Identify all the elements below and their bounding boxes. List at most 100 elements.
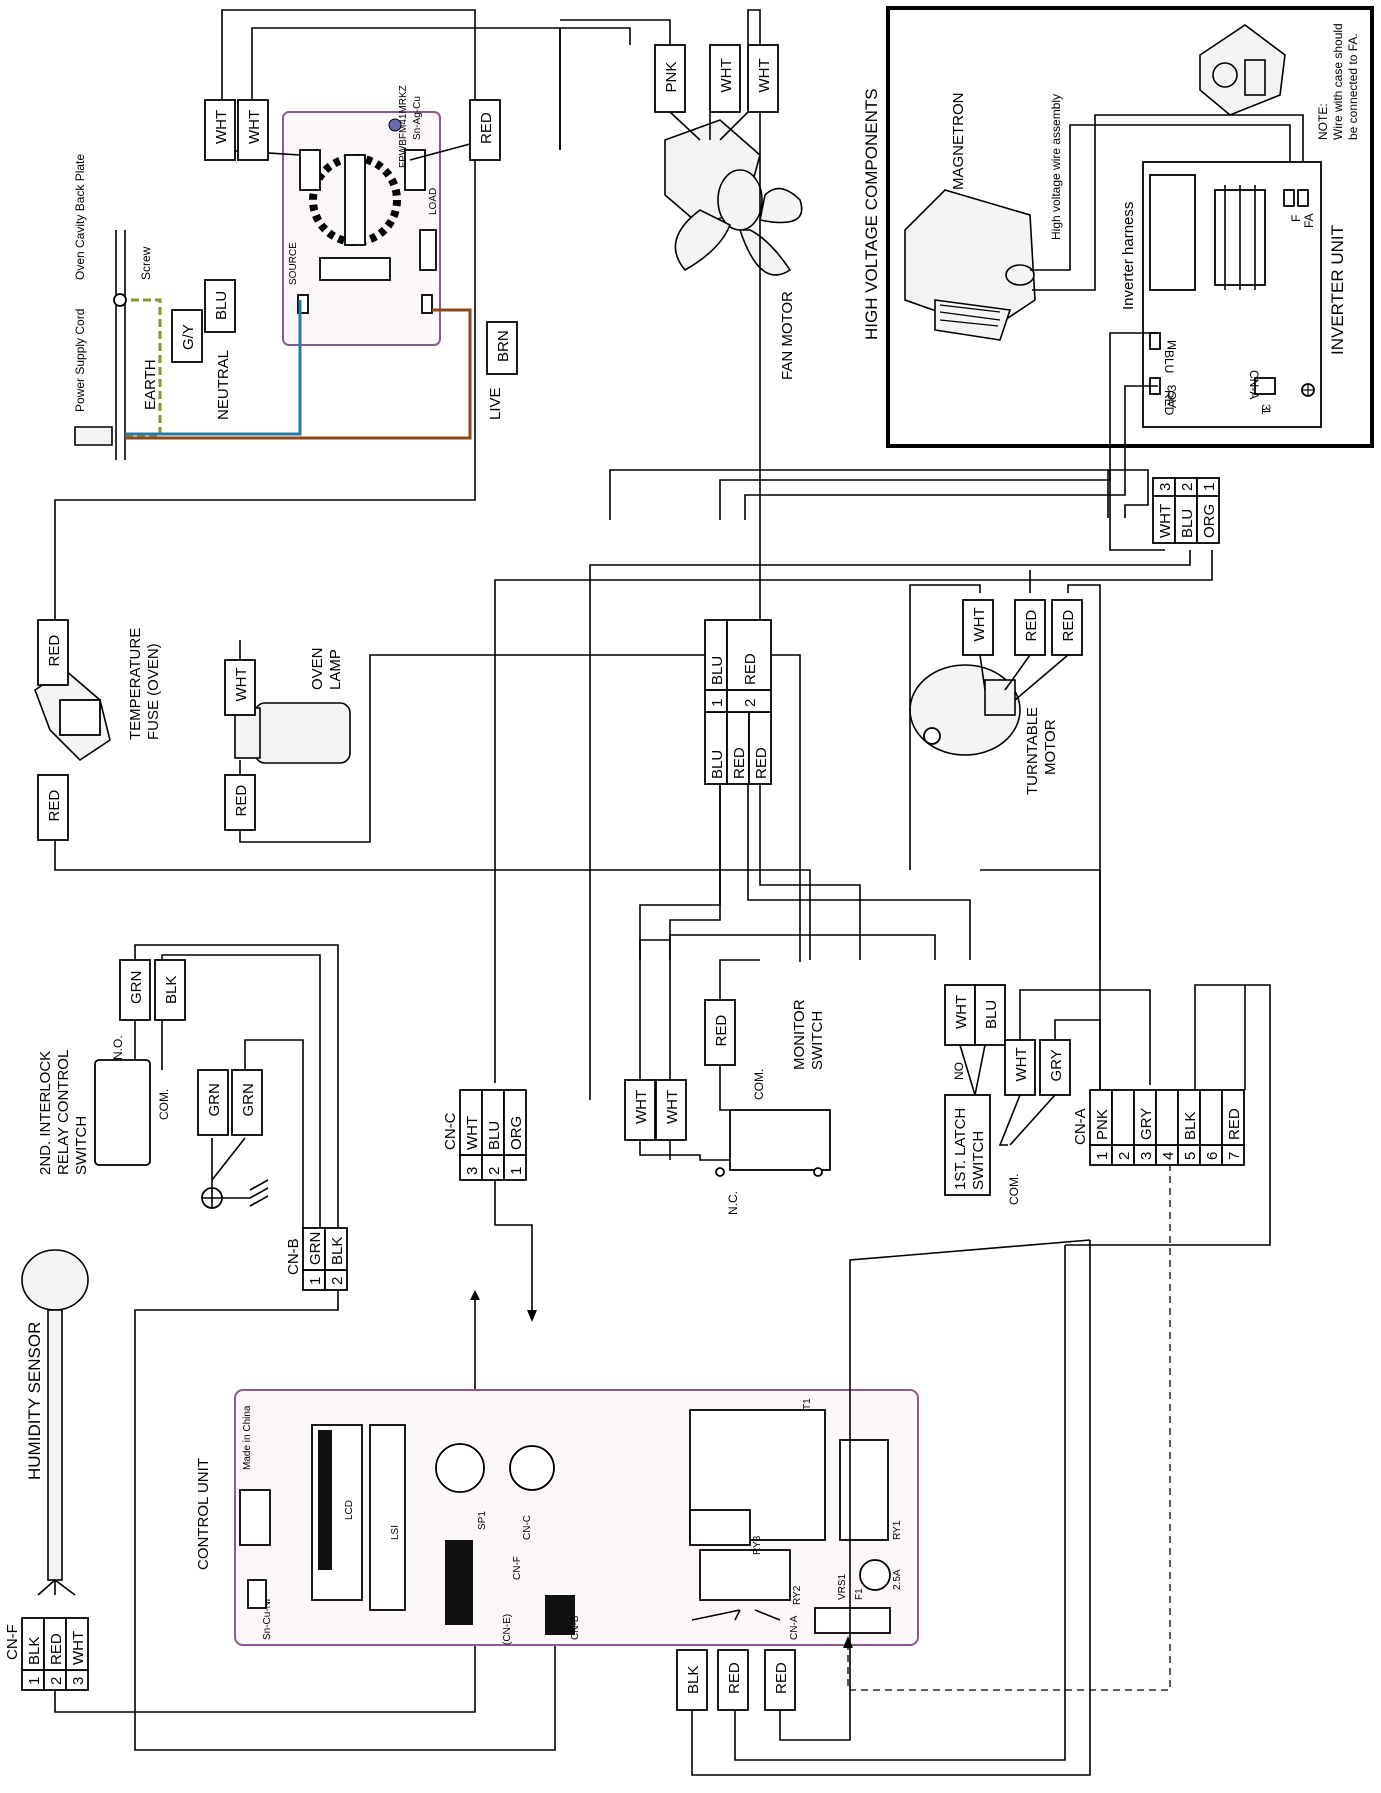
interlock-label-1: 2ND. INTERLOCK: [37, 1051, 54, 1175]
inverter-transformer: [1214, 185, 1266, 290]
fuse-label: F1: [854, 1588, 865, 1600]
latch-label-1: 1ST. LATCH: [952, 1108, 969, 1190]
terminal-blu: BLU: [1162, 350, 1176, 373]
pin-color: ORG: [508, 1116, 525, 1150]
turntable-label-1: TURNTABLE: [1024, 707, 1041, 795]
connector-name: CN-B: [285, 1238, 302, 1275]
magnetron: [904, 189, 1036, 341]
inverter-cn-a: CN-A: [1247, 370, 1261, 399]
wire-tag-wht-latch: WHT: [944, 984, 976, 1046]
pin-color: GRY: [1138, 1108, 1155, 1140]
wire-tag-grn-g1: GRN: [197, 1069, 229, 1136]
wire-tag-red-tt1: RED: [1014, 599, 1046, 656]
wire-tag-text: WHT: [246, 110, 263, 144]
latch-com-label: COM.: [1007, 1174, 1021, 1205]
wire-tag-gy: G/Y: [171, 309, 203, 363]
wire-tag-text: PNK: [663, 62, 680, 93]
second-interlock-switch: [94, 1059, 151, 1166]
filter-coil: [309, 154, 401, 246]
inverter-harness-label: Inverter harness: [1120, 202, 1137, 310]
lcd-label: LCD: [344, 1500, 355, 1520]
wire-tag-text: GRN: [240, 1083, 257, 1116]
wire-tag-gry-latch: GRY: [1039, 1039, 1071, 1096]
pin-color: WHT: [464, 1116, 481, 1150]
filter-load-label: LOAD: [428, 188, 439, 215]
oven-back-label: Oven Cavity Back Plate: [73, 154, 87, 280]
turntable-motor: [909, 664, 1021, 756]
ry3-label: RY3: [752, 1535, 763, 1555]
magnetron-label: MAGNETRON: [950, 93, 967, 191]
oven-lamp-label-1: OVEN: [309, 647, 326, 690]
pin-number: 3: [464, 1167, 481, 1175]
pin-number: 2: [1116, 1152, 1133, 1160]
monitor-switch-label-2: SWITCH: [809, 1011, 826, 1070]
screw-label: Screw: [139, 246, 153, 280]
wire-tag-wht-b: WHT: [237, 99, 269, 161]
pin-color: BLU: [486, 1121, 503, 1150]
fuse-value-label: 2.5A: [892, 1569, 903, 1590]
interlock-label-3: SWITCH: [73, 1116, 90, 1175]
wire-tag-text: WHT: [213, 110, 230, 144]
pin-color: BLK: [329, 1237, 346, 1265]
wire-tag-text: RED: [233, 785, 250, 817]
interlock-label-2: RELAY CONTROL: [55, 1050, 72, 1175]
ground-terminal: [201, 1179, 269, 1209]
terminal-fa: FA: [1302, 213, 1316, 228]
pin-color: RED: [731, 747, 748, 779]
pin-number: 6: [1204, 1152, 1221, 1160]
connectors: 3WHT2BLU1ORGCN-C1GRN2BLKCN-B1BLK2RED3WHT…: [4, 477, 1245, 1691]
connector-name: CN-C: [442, 1112, 459, 1150]
oven-lamp-label-2: LAMP: [327, 649, 344, 690]
humidity-sensor-label: HUMIDITY SENSOR: [25, 1322, 44, 1480]
temperature-fuse: [34, 668, 111, 762]
wire-tag-text: RED: [726, 1662, 743, 1694]
pin-number: 5: [1182, 1152, 1199, 1160]
wire-tag-text: BLK: [685, 1666, 702, 1694]
pin-number: 2: [742, 699, 759, 707]
interlock-com-label: COM.: [157, 1089, 171, 1120]
pcb-cn-a-label: CN-A: [789, 1615, 800, 1640]
monitor-com-label: COM.: [752, 1069, 766, 1100]
wire-tag-red-fuse-bot: RED: [37, 774, 69, 841]
wire-tag-red-mon: RED: [704, 999, 736, 1066]
pin-number: 3: [1138, 1152, 1155, 1160]
wire-tag-text: WHT: [971, 607, 988, 641]
latch-label-2: SWITCH: [970, 1131, 987, 1190]
fan-motor-label: FAN MOTOR: [779, 291, 796, 380]
fan-motor: [664, 119, 803, 276]
pin-number: 1: [26, 1677, 43, 1685]
wire-tag-red-ry1: RED: [717, 1649, 749, 1711]
wire-tag-grn-int: GRN: [119, 959, 151, 1021]
first-latch-switch: [944, 1094, 991, 1196]
interlock-no-label: N.O.: [111, 1035, 125, 1060]
note-line-1: NOTE:: [1316, 103, 1330, 140]
monitor-nc-label: N.C.: [726, 1191, 740, 1215]
wire-tag-red-fuse-top: RED: [37, 619, 69, 686]
wire-tag-text: RED: [478, 112, 495, 144]
pin-number: 1: [1094, 1152, 1111, 1160]
pin-color: RED: [753, 747, 770, 779]
wire-tag-text: WHT: [233, 667, 250, 701]
wire-tag-text: BRN: [495, 330, 512, 362]
terminal-case-illustration: [1199, 24, 1286, 116]
wire-tag-text: RED: [1023, 610, 1040, 642]
wire-tag-wht-tt: WHT: [962, 599, 994, 656]
pin-color: RED: [742, 653, 759, 685]
pcb-cn-b-label: CN-B: [570, 1615, 581, 1640]
oven-lamp: [234, 702, 351, 764]
inverter-pin-3: 3: [1259, 404, 1273, 411]
neutral-label: NEUTRAL: [215, 350, 232, 420]
wire-tag-text: GRY: [1048, 1049, 1065, 1081]
temp-fuse-label-2: FUSE (OVEN): [145, 643, 162, 740]
pin-number: 7: [1226, 1152, 1243, 1160]
note-line-3: be connected to FA.: [1346, 33, 1360, 140]
pin-color: BLU: [1179, 509, 1196, 538]
wire-tag-pnk-fan: PNK: [654, 44, 686, 113]
wire-tag-text: RED: [46, 635, 63, 667]
wire-tag-brn-live: BRN: [486, 321, 518, 375]
